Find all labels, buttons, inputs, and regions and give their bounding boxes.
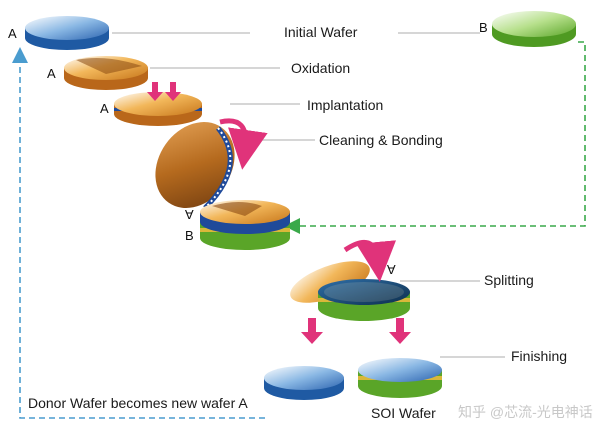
initial-wafer-a [25, 16, 109, 50]
wafer-letter-a-flipped: A [185, 207, 194, 222]
label-cleaning-bonding: Cleaning & Bonding [319, 132, 443, 148]
wafer-letter-b-initial: B [479, 20, 488, 35]
wafer-b-path-line [284, 41, 586, 234]
label-initial-wafer: Initial Wafer [284, 24, 358, 40]
split-top-wafer [290, 261, 370, 303]
label-oxidation: Oxidation [291, 60, 351, 76]
caption-donor-wafer: Donor Wafer becomes new wafer A [28, 395, 248, 411]
label-finishing: Finishing [511, 348, 568, 364]
soi-wafer [358, 358, 442, 398]
split-rotate-arrow [343, 239, 397, 282]
implanted-wafer [114, 92, 202, 126]
wafer-letter-a-split: A [387, 262, 396, 277]
wafer-letter-a-oxidation: A [47, 66, 56, 81]
flip-arrow [219, 118, 268, 170]
implant-arrows [147, 82, 181, 101]
wafer-letter-b-bonded: B [185, 228, 194, 243]
label-implantation: Implantation [307, 97, 384, 113]
initial-wafer-b [492, 11, 576, 47]
caption-soi-wafer: SOI Wafer [371, 405, 436, 421]
label-splitting: Splitting [484, 272, 534, 288]
finishing-arrows [301, 318, 411, 344]
label-leader-lines [112, 32, 505, 358]
donor-recycle-loop [12, 47, 265, 419]
oxidized-wafer [64, 56, 148, 90]
split-bottom-wafer [318, 279, 410, 321]
wafer-letter-a-implantation: A [100, 101, 109, 116]
wafer-letter-a-initial: A [8, 26, 17, 41]
watermark: 知乎 @芯流-光电神话 [458, 404, 593, 420]
bonded-wafer-pair [200, 200, 290, 250]
new-wafer-a [264, 366, 344, 400]
